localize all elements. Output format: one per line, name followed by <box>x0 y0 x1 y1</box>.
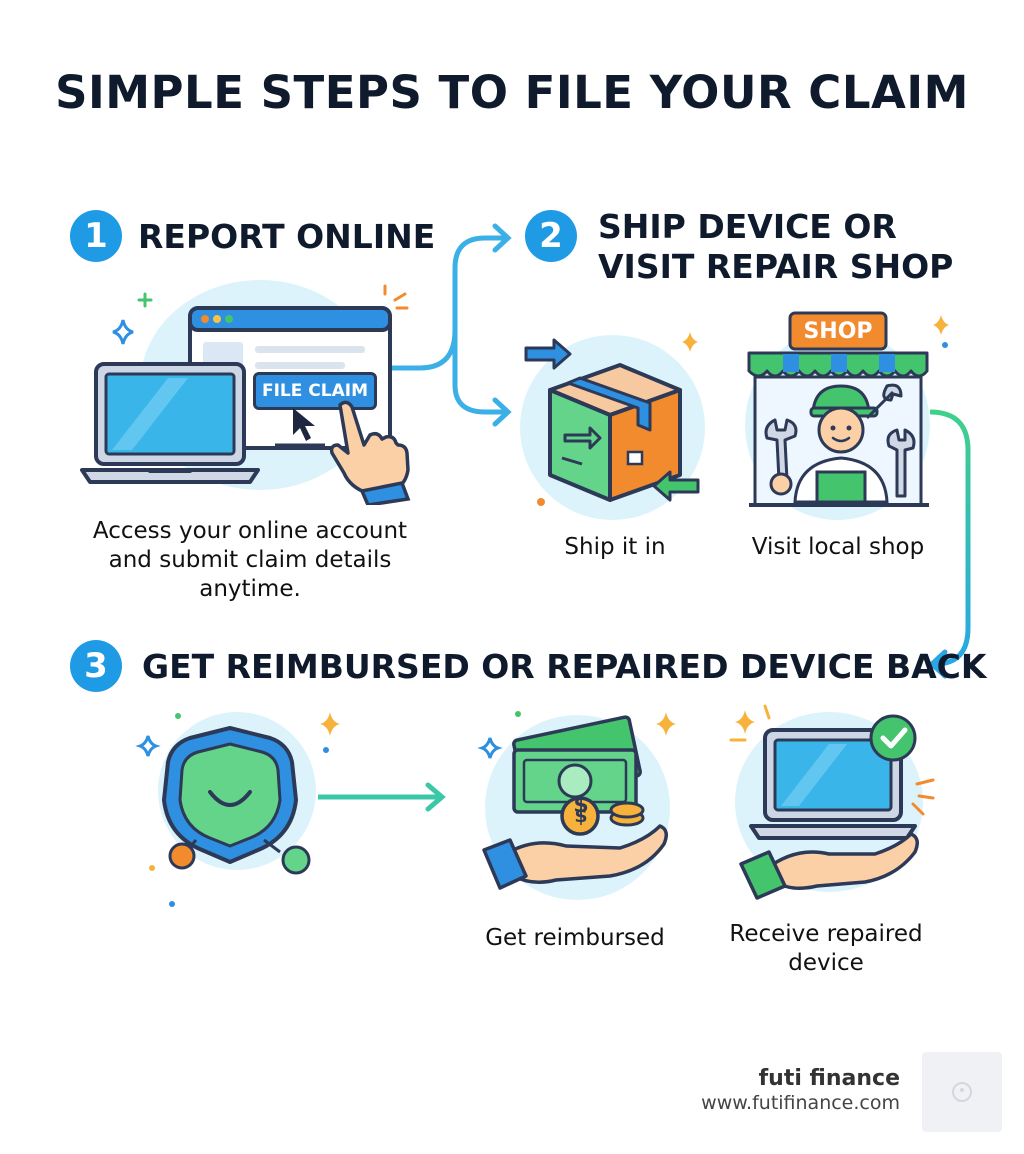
connector-arrowhead-top <box>492 223 512 253</box>
file-claim-button[interactable]: FILE CLAIM <box>253 372 377 410</box>
connector-arrowhead-step3 <box>928 649 948 679</box>
connector-to-ship <box>452 330 505 415</box>
step1-badge: 1 <box>70 210 122 262</box>
money-hand-icon <box>477 711 676 890</box>
brand-url[interactable]: www.futifinance.com <box>701 1092 900 1114</box>
step2-heading-line1: SHIP DEVICE OR <box>598 207 897 246</box>
cursor-icon <box>293 408 315 441</box>
outcome-reimbursed: Get reimbursed <box>485 925 665 951</box>
technician-icon <box>764 383 916 504</box>
shop-sign: SHOP <box>803 319 873 344</box>
package-box-icon <box>524 332 700 506</box>
step1-heading: REPORT ONLINE <box>138 217 436 256</box>
option-shop: Visit local shop <box>751 534 925 560</box>
dollar-symbol-bill: $ <box>573 793 589 818</box>
brand-logo <box>922 1052 1002 1132</box>
step3-heading: GET REIMBURSED OR REPAIRED DEVICE BACK <box>142 647 987 686</box>
page-title: SIMPLE STEPS TO FILE YOUR CLAIM <box>55 66 969 119</box>
step3-badge: 3 <box>70 640 122 692</box>
pointing-hand-icon <box>329 400 411 505</box>
brand-name: futi finance <box>758 1066 900 1091</box>
connector-to-step3 <box>929 409 971 667</box>
dollar-symbol-coin: $ <box>574 805 588 827</box>
connector-arrowhead-mid <box>492 397 512 427</box>
laptop-icon <box>80 362 260 484</box>
step2-heading-line2: VISIT REPAIR SHOP <box>598 247 954 286</box>
outcome-repaired: Receive repaired device <box>729 921 923 976</box>
connector-arrowhead-money <box>425 782 446 812</box>
spark-lines-icon <box>383 284 409 310</box>
option-ship: Ship it in <box>564 534 666 560</box>
sparkle-icon <box>112 292 153 345</box>
step1-caption: Access your online account and submit cl… <box>92 518 408 602</box>
step2-badge: 2 <box>525 210 577 262</box>
brand-logo-icon <box>952 1082 972 1102</box>
shield-icon <box>135 712 340 907</box>
repaired-laptop-icon <box>729 704 935 900</box>
